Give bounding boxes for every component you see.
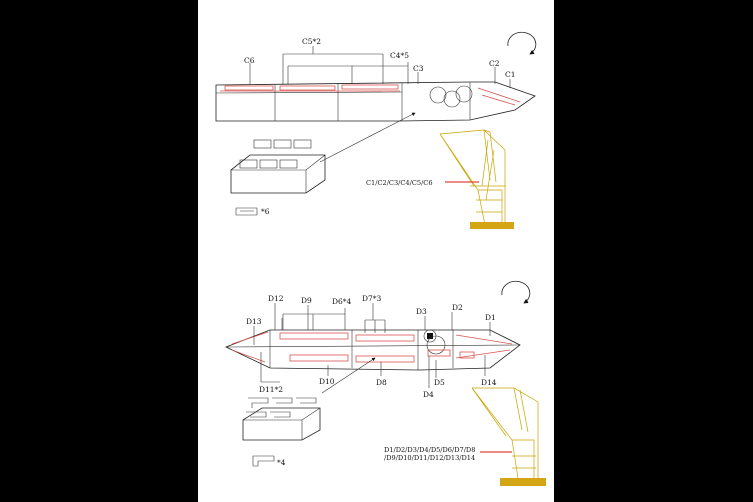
top-exploded-module xyxy=(230,139,326,194)
label-d9: D9 xyxy=(301,296,312,305)
label-c3: C3 xyxy=(413,64,424,73)
label-d7: D7*3 xyxy=(362,294,382,303)
bottom-hull xyxy=(224,329,521,371)
label-d10: D10 xyxy=(319,377,335,386)
label-d4: D4 xyxy=(423,390,434,399)
label-d11: D11*2 xyxy=(259,385,283,394)
bottom-leaders xyxy=(253,303,491,388)
top-leaders xyxy=(249,46,511,88)
label-c6: C6 xyxy=(244,56,255,65)
label-d2: D2 xyxy=(452,303,463,312)
bracket-count-top: *6 xyxy=(261,207,270,216)
label-c4: C4*5 xyxy=(390,51,409,60)
label-d14: D14 xyxy=(481,378,497,387)
top-assembly: C6 C5*2 C4*5 C3 C2 C1 *6 xyxy=(215,31,537,229)
crane-legend-top: C1/C2/C3/C4/C5/C6 xyxy=(366,179,433,187)
label-d13: D13 xyxy=(246,317,262,326)
bottom-exploded-module xyxy=(242,397,321,441)
label-c1: C1 xyxy=(505,70,516,79)
crane-icon xyxy=(439,129,514,229)
top-hull xyxy=(215,81,536,122)
label-d8: D8 xyxy=(376,378,387,387)
bracket-count-bottom: *4 xyxy=(277,458,286,467)
drawing-sheet xyxy=(198,0,554,502)
bracket-icon xyxy=(252,455,275,467)
crane-legend-bottom-line2: /D9/D10/D11/D12/D13/D14 xyxy=(384,454,475,462)
bottom-assembly: D12 D9 D6*4 D7*3 D3 D2 D1 D13 D11*2 D10 … xyxy=(224,280,546,486)
label-c5: C5*2 xyxy=(302,37,321,46)
bracket-icon xyxy=(235,207,258,216)
crane-icon xyxy=(471,387,546,486)
crane-legend-bottom-line1: D1/D2/D3/D4/D5/D6/D7/D8 xyxy=(384,446,475,454)
rotate-clockwise-icon xyxy=(501,280,531,304)
label-d6: D6*4 xyxy=(332,297,352,306)
label-d3: D3 xyxy=(416,307,427,316)
label-d12: D12 xyxy=(268,294,284,303)
label-d5: D5 xyxy=(434,378,445,387)
label-c2: C2 xyxy=(489,59,500,68)
label-d1: D1 xyxy=(485,313,496,322)
rotate-clockwise-icon xyxy=(507,31,537,55)
